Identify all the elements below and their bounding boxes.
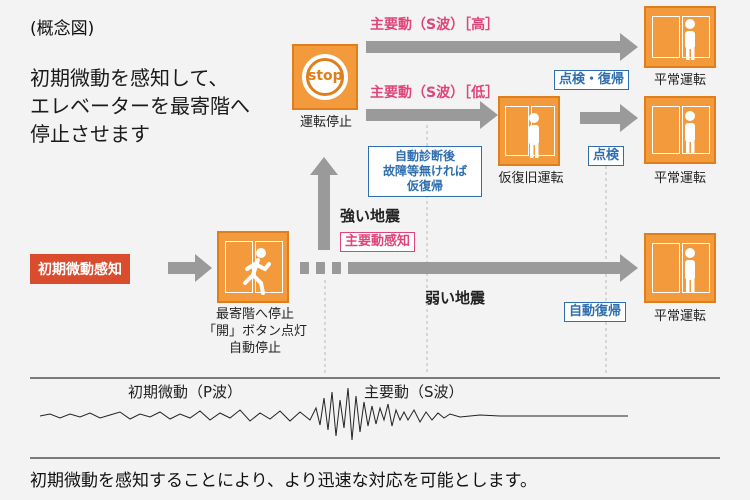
standing-person-icon xyxy=(685,248,695,293)
auto-restore-tag: 自動復帰 xyxy=(564,302,627,322)
standing-person-icon xyxy=(529,113,539,158)
arrow-s-wave-low xyxy=(366,101,498,129)
normal-operation-label-2: 平常運転 xyxy=(653,171,706,186)
heading-line-3: 停止させます xyxy=(30,122,150,146)
self-diagnosis-line-2: 故障等無ければ xyxy=(382,164,467,178)
arrow-strong-quake-up xyxy=(310,157,338,250)
dash-3 xyxy=(332,262,341,274)
elevator-temp-restore xyxy=(498,96,560,166)
elevator-stopped: stop xyxy=(292,44,358,110)
elevator-normal-3 xyxy=(644,233,716,303)
running-person-icon xyxy=(243,248,271,295)
arrow-s-wave-high xyxy=(366,33,638,61)
self-diagnosis-line-1: 自動診断後 xyxy=(394,149,455,163)
arrow-weak-quake xyxy=(348,254,638,282)
p-wave-label: 初期微動（P波） xyxy=(128,383,243,401)
nearest-floor-line-2: 「開」ボタン点灯 xyxy=(202,324,307,339)
bottom-caption: 初期微動を感知することにより、より迅速な対応を可能とします。 xyxy=(30,471,537,491)
dash-1 xyxy=(300,262,309,274)
normal-operation-label-3: 平常運転 xyxy=(653,309,706,324)
s-wave-label: 主要動（S波） xyxy=(364,383,464,401)
strong-quake-label: 強い地震 xyxy=(340,207,401,225)
arrow-inspection xyxy=(580,104,638,132)
nearest-floor-line-1: 最寄階へ停止 xyxy=(215,307,294,322)
operation-stop-label: 運転停止 xyxy=(299,115,352,130)
main-motion-detect-tag: 主要動感知 xyxy=(340,232,416,252)
standing-person-icon xyxy=(685,19,695,60)
standing-person-icon xyxy=(685,111,695,154)
elevator-nearest-floor xyxy=(217,231,289,303)
temp-restore-label: 仮復旧運転 xyxy=(498,171,564,186)
s-wave-high-tag: 主要動（S波）［高］ xyxy=(370,17,500,33)
normal-operation-label-1: 平常運転 xyxy=(653,73,706,88)
inspection-tag: 点検 xyxy=(588,146,625,166)
inspection-restore-tag: 点検・復帰 xyxy=(554,70,630,90)
self-diagnosis-note: 自動診断後 故障等無ければ 仮復帰 xyxy=(368,146,482,197)
stop-sign-text: stop xyxy=(308,68,343,84)
heading-line-2: エレベーターを最寄階へ xyxy=(30,94,250,118)
elevator-normal-1 xyxy=(644,6,716,68)
dash-2 xyxy=(316,262,325,274)
nearest-floor-line-3: 自動停止 xyxy=(228,341,281,356)
self-diagnosis-line-3: 仮復帰 xyxy=(406,179,443,193)
heading-line-1: 初期微動を感知して、 xyxy=(30,66,229,90)
weak-quake-label: 弱い地震 xyxy=(425,289,486,307)
trigger-label: 初期微動感知 xyxy=(30,254,130,284)
seismic-waveform xyxy=(39,387,628,441)
arrow-trigger-to-stop xyxy=(168,254,212,282)
s-wave-low-tag: 主要動（S波）［低］ xyxy=(370,85,500,101)
concept-label: (概念図) xyxy=(30,19,95,39)
elevator-normal-2 xyxy=(644,96,716,164)
waveform-line xyxy=(39,387,628,441)
